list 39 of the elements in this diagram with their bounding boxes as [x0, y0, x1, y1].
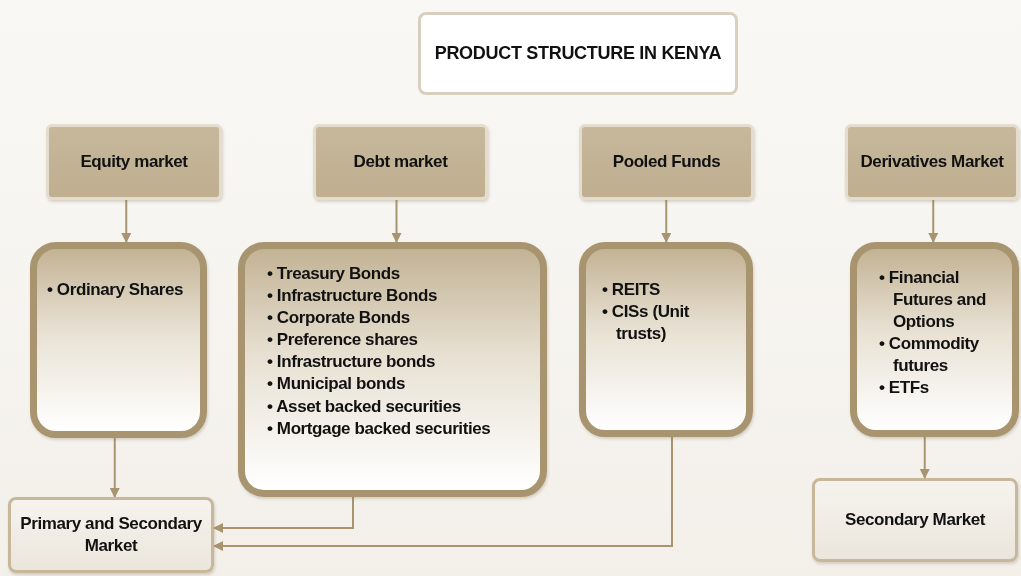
- market-box: [812, 478, 1018, 562]
- product-list-box: [850, 242, 1019, 437]
- category-box: [579, 124, 754, 200]
- arrow: [661, 199, 672, 243]
- box-label: Derivatives Market: [860, 150, 1004, 173]
- market-box: [8, 497, 214, 573]
- list-item: • REITS: [602, 279, 661, 301]
- list-item: • Financial Futures and Options: [879, 267, 987, 334]
- product-list-box: [579, 242, 753, 437]
- box-label: Equity market: [80, 150, 188, 173]
- arrow: [121, 199, 132, 243]
- box-label: Debt market: [353, 150, 448, 173]
- category-box: [313, 124, 488, 200]
- product-list-box: [30, 242, 207, 438]
- arrow: [919, 436, 930, 479]
- arrow: [391, 199, 402, 243]
- list-item: • Corporate Bonds: [267, 307, 411, 330]
- list-item: • ETFs: [879, 377, 930, 400]
- arrow: [213, 496, 354, 533]
- arrow: [928, 199, 939, 243]
- list-item: • Ordinary Shares: [47, 279, 184, 301]
- list-item: • Infrastructure bonds: [267, 351, 437, 374]
- product-list-box: [238, 242, 547, 497]
- list-item: • Municipal bonds: [267, 373, 406, 396]
- arrow: [213, 436, 673, 551]
- list-item: • Preference shares: [267, 329, 419, 352]
- title-box: PRODUCT STRUCTURE IN KENYA: [418, 12, 738, 95]
- list-item: • Mortgage backed securities: [267, 417, 491, 440]
- list-item: • CISs (Unit trusts): [602, 301, 691, 346]
- category-box: [46, 124, 222, 200]
- box-label: Pooled Funds: [612, 150, 721, 173]
- list-item: • Commodity futures: [879, 333, 980, 378]
- list-item: • Treasury Bonds: [267, 263, 401, 285]
- list-item: • Infrastructure Bonds: [267, 285, 438, 308]
- category-box: [845, 124, 1019, 200]
- box-label: Secondary Market: [844, 508, 986, 531]
- arrow: [109, 437, 120, 498]
- box-label: Primary and Secondary Market: [19, 512, 203, 557]
- list-item: • Asset backed securities: [267, 395, 462, 418]
